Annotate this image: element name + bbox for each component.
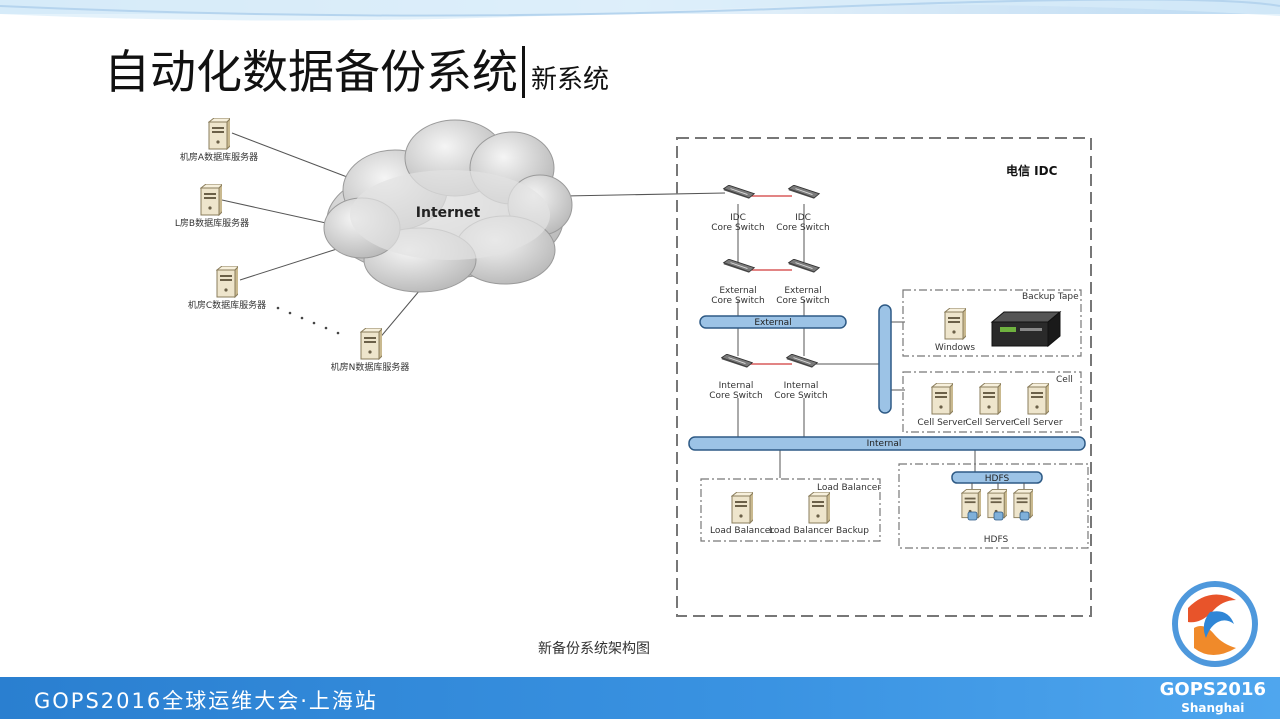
external-bus-label: External — [754, 318, 791, 328]
external-bus: External — [699, 315, 847, 329]
internal-core-switch-left: Internal Core Switch — [709, 354, 763, 401]
server-n-label: 机房N数据库服务器 — [331, 361, 410, 373]
cell-server-label: Cell Server — [965, 418, 1014, 428]
switch-label: IDC — [730, 213, 746, 223]
slide-title: 自动化数据备份系统 新系统 — [104, 40, 609, 100]
server-b-label: L房B数据库服务器 — [175, 217, 249, 229]
gops-logo — [1172, 581, 1258, 667]
cell-server-label: Cell Server — [917, 418, 966, 428]
server-c: 机房C数据库服务器 — [188, 266, 266, 311]
brand-main: GOPS2016 — [1159, 679, 1266, 700]
load-balancer-backup-label: Load Balancer Backup — [769, 526, 869, 536]
footer-brand: GOPS2016 Shanghai — [1160, 679, 1266, 715]
ellipsis-dots — [276, 306, 340, 335]
backup-tape-title: Backup Tape — [1022, 292, 1079, 302]
server-n: 机房N数据库服务器 — [331, 328, 410, 373]
load-balancer-primary-label: Load Balancer — [710, 526, 774, 536]
tape-library — [990, 310, 1062, 348]
switch-label: Core Switch — [776, 296, 829, 306]
idc-boundary — [676, 137, 1092, 617]
load-balancer-group: Load Balancer Load Balancer Load Balance… — [700, 478, 881, 542]
server-a-label: 机房A数据库服务器 — [180, 151, 258, 163]
hdfs-node-3 — [1013, 489, 1033, 521]
switch-label: IDC — [795, 213, 811, 223]
backup-tape-group: Backup Tape Windows — [902, 289, 1082, 357]
switch-label: Internal — [719, 381, 754, 391]
windows-label: Windows — [935, 343, 975, 353]
cell-title: Cell — [1056, 375, 1073, 385]
idc-label: 电信 IDC — [1006, 163, 1058, 178]
internal-bus-label: Internal — [867, 439, 902, 449]
hdfs-bus-label: HDFS — [985, 474, 1010, 484]
hdfs-node-2 — [987, 489, 1007, 521]
windows-server: Windows — [935, 308, 975, 353]
switch-label: External — [784, 286, 821, 296]
external-core-switch-left: External Core Switch — [711, 259, 765, 306]
hdfs-label: HDFS — [984, 535, 1009, 545]
diagram-caption: 新备份系统架构图 — [538, 641, 650, 657]
load-balancer-backup: Load Balancer Backup — [769, 492, 869, 536]
brand-sub: Shanghai — [1181, 701, 1245, 715]
load-balancer-title: Load Balancer — [817, 483, 881, 493]
switch-label: Internal — [784, 381, 819, 391]
switch-label: Core Switch — [709, 391, 762, 401]
cell-server-2: Cell Server — [965, 383, 1015, 428]
footer-text: GOPS2016全球运维大会·上海站 — [34, 689, 378, 713]
cell-server-1: Cell Server — [917, 383, 967, 428]
internal-core-switch-right: Internal Core Switch — [774, 354, 828, 401]
switch-label: Core Switch — [711, 223, 764, 233]
internet-cloud: Internet — [323, 119, 573, 293]
hdfs-node-1 — [961, 489, 981, 521]
server-a: 机房A数据库服务器 — [180, 118, 258, 163]
internet-label: Internet — [416, 205, 481, 221]
footer-bar: GOPS2016全球运维大会·上海站 GOPS2016 Shanghai — [0, 677, 1280, 719]
title-divider — [522, 46, 525, 98]
switch-label: Core Switch — [711, 296, 764, 306]
top-decoration — [0, 0, 1280, 21]
hdfs-bus — [951, 471, 1043, 484]
idc-core-switch-left: IDC Core Switch — [711, 185, 765, 233]
title-main: 自动化数据备份系统 — [104, 45, 518, 99]
title-sub: 新系统 — [531, 65, 610, 95]
cell-server-label: Cell Server — [1013, 418, 1062, 428]
load-balancer-primary: Load Balancer — [710, 492, 774, 536]
cell-group: Cell Cell Server Cell Server Cell Server — [902, 371, 1082, 433]
server-b: L房B数据库服务器 — [175, 184, 249, 229]
external-core-switch-right: External Core Switch — [776, 259, 830, 306]
server-c-label: 机房C数据库服务器 — [188, 299, 266, 311]
idc-core-switch-right: IDC Core Switch — [776, 185, 830, 233]
vertical-bus — [878, 304, 892, 414]
hdfs-group: HDFS HDFS — [898, 463, 1089, 549]
internal-bus: Internal — [688, 436, 1086, 451]
switch-label: Core Switch — [776, 223, 829, 233]
cell-server-3: Cell Server — [1013, 383, 1063, 428]
switch-label: Core Switch — [774, 391, 827, 401]
switch-label: External — [719, 286, 756, 296]
